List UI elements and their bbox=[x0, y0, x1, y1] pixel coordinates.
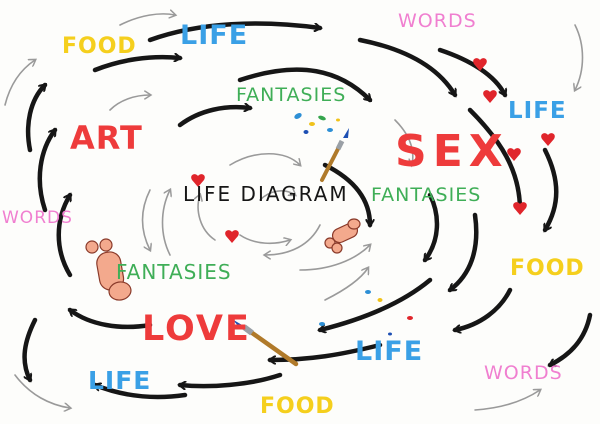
food-label-right: FOOD bbox=[510, 256, 585, 281]
life-label-bottom-left: LIFE bbox=[88, 366, 152, 395]
life-label-bottom-center: LIFE bbox=[355, 336, 424, 367]
paint-splatter-icon bbox=[294, 113, 413, 336]
words-label-bottom-right: WORDS bbox=[484, 362, 563, 384]
fantasies-label-left: FANTASIES bbox=[116, 260, 232, 284]
words-label-left: WORDS bbox=[2, 208, 73, 228]
art-label: ART bbox=[70, 119, 143, 157]
life-label-top: LIFE bbox=[180, 20, 249, 51]
paintbrush-icon bbox=[320, 128, 349, 182]
love-label: LOVE bbox=[142, 309, 251, 349]
fantasies-label-right: FANTASIES bbox=[371, 184, 482, 206]
fantasies-label-top: FANTASIES bbox=[236, 84, 347, 106]
sex-label: SEX bbox=[395, 126, 509, 177]
food-label-top-left: FOOD bbox=[62, 34, 137, 59]
words-label-top-right: WORDS bbox=[398, 10, 477, 32]
life-diagram-title: LIFE DIAGRAM bbox=[183, 182, 349, 206]
penis-doodle-icon bbox=[324, 218, 361, 254]
paintbrush-icon bbox=[232, 319, 299, 367]
life-label-right: LIFE bbox=[508, 98, 567, 124]
inner-arrows bbox=[4, 14, 584, 410]
outer-arrows bbox=[22, 21, 593, 400]
heart-icon bbox=[191, 58, 555, 243]
penis-doodle-icon bbox=[85, 238, 132, 301]
food-label-bottom: FOOD bbox=[260, 394, 335, 419]
